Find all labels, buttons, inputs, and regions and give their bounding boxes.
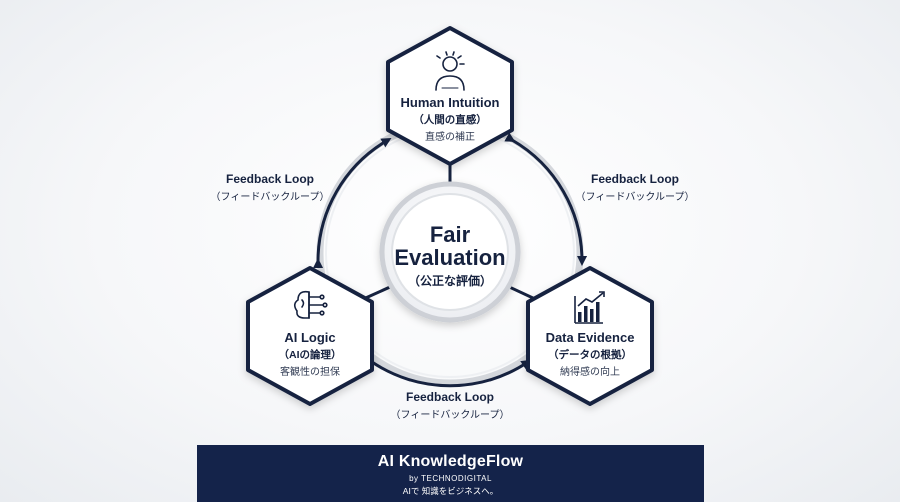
feedback-arrow-bottom (364, 354, 532, 388)
bar-chart-growth-icon (574, 291, 605, 324)
loop-left-subtitle: （フィードバックループ） (210, 192, 330, 203)
data-subtitle: （データの根拠） (548, 349, 632, 361)
footer-byline: by TECHNODIGITAL (409, 474, 492, 483)
center-subtitle: （公正な評価） (407, 274, 492, 288)
loop-right-subtitle: （フィードバックループ） (575, 192, 695, 203)
center-title-line2: Evaluation (394, 245, 506, 270)
feedback-arrow-left (313, 137, 392, 269)
ai-title: AI Logic (284, 330, 336, 345)
loop-bottom-title: Feedback Loop (405, 390, 494, 404)
loop-left-title: Feedback Loop (225, 172, 314, 186)
hex-human (386, 26, 514, 166)
brain-circuit-icon (293, 290, 328, 319)
footer-tagline: AIで 知識をビジネスへ。 (402, 486, 499, 496)
person-lightbulb-icon (435, 51, 465, 91)
center-title-line1: Fair (429, 222, 471, 247)
ai-desc: 客観性の担保 (280, 367, 340, 378)
ai-subtitle: （AIの論理） (278, 349, 342, 361)
footer-brand: AI KnowledgeFlow (377, 453, 524, 470)
center-hub (379, 181, 521, 323)
loop-right-title: Feedback Loop (590, 172, 679, 186)
human-title: Human Intuition (400, 95, 500, 110)
hex-ai (246, 266, 374, 406)
feedback-arrow-right (504, 132, 588, 266)
loop-bottom-subtitle: （フィードバックループ） (390, 410, 510, 421)
cycle-diagram (246, 26, 654, 406)
data-desc: 納得感の向上 (560, 367, 620, 378)
hex-data (526, 266, 654, 406)
footer-banner: AI KnowledgeFlow by TECHNODIGITAL AIで 知識… (197, 445, 704, 502)
human-subtitle: （人間の直感） (413, 114, 487, 126)
human-desc: 直感の補正 (425, 132, 475, 143)
data-title: Data Evidence (545, 330, 635, 345)
